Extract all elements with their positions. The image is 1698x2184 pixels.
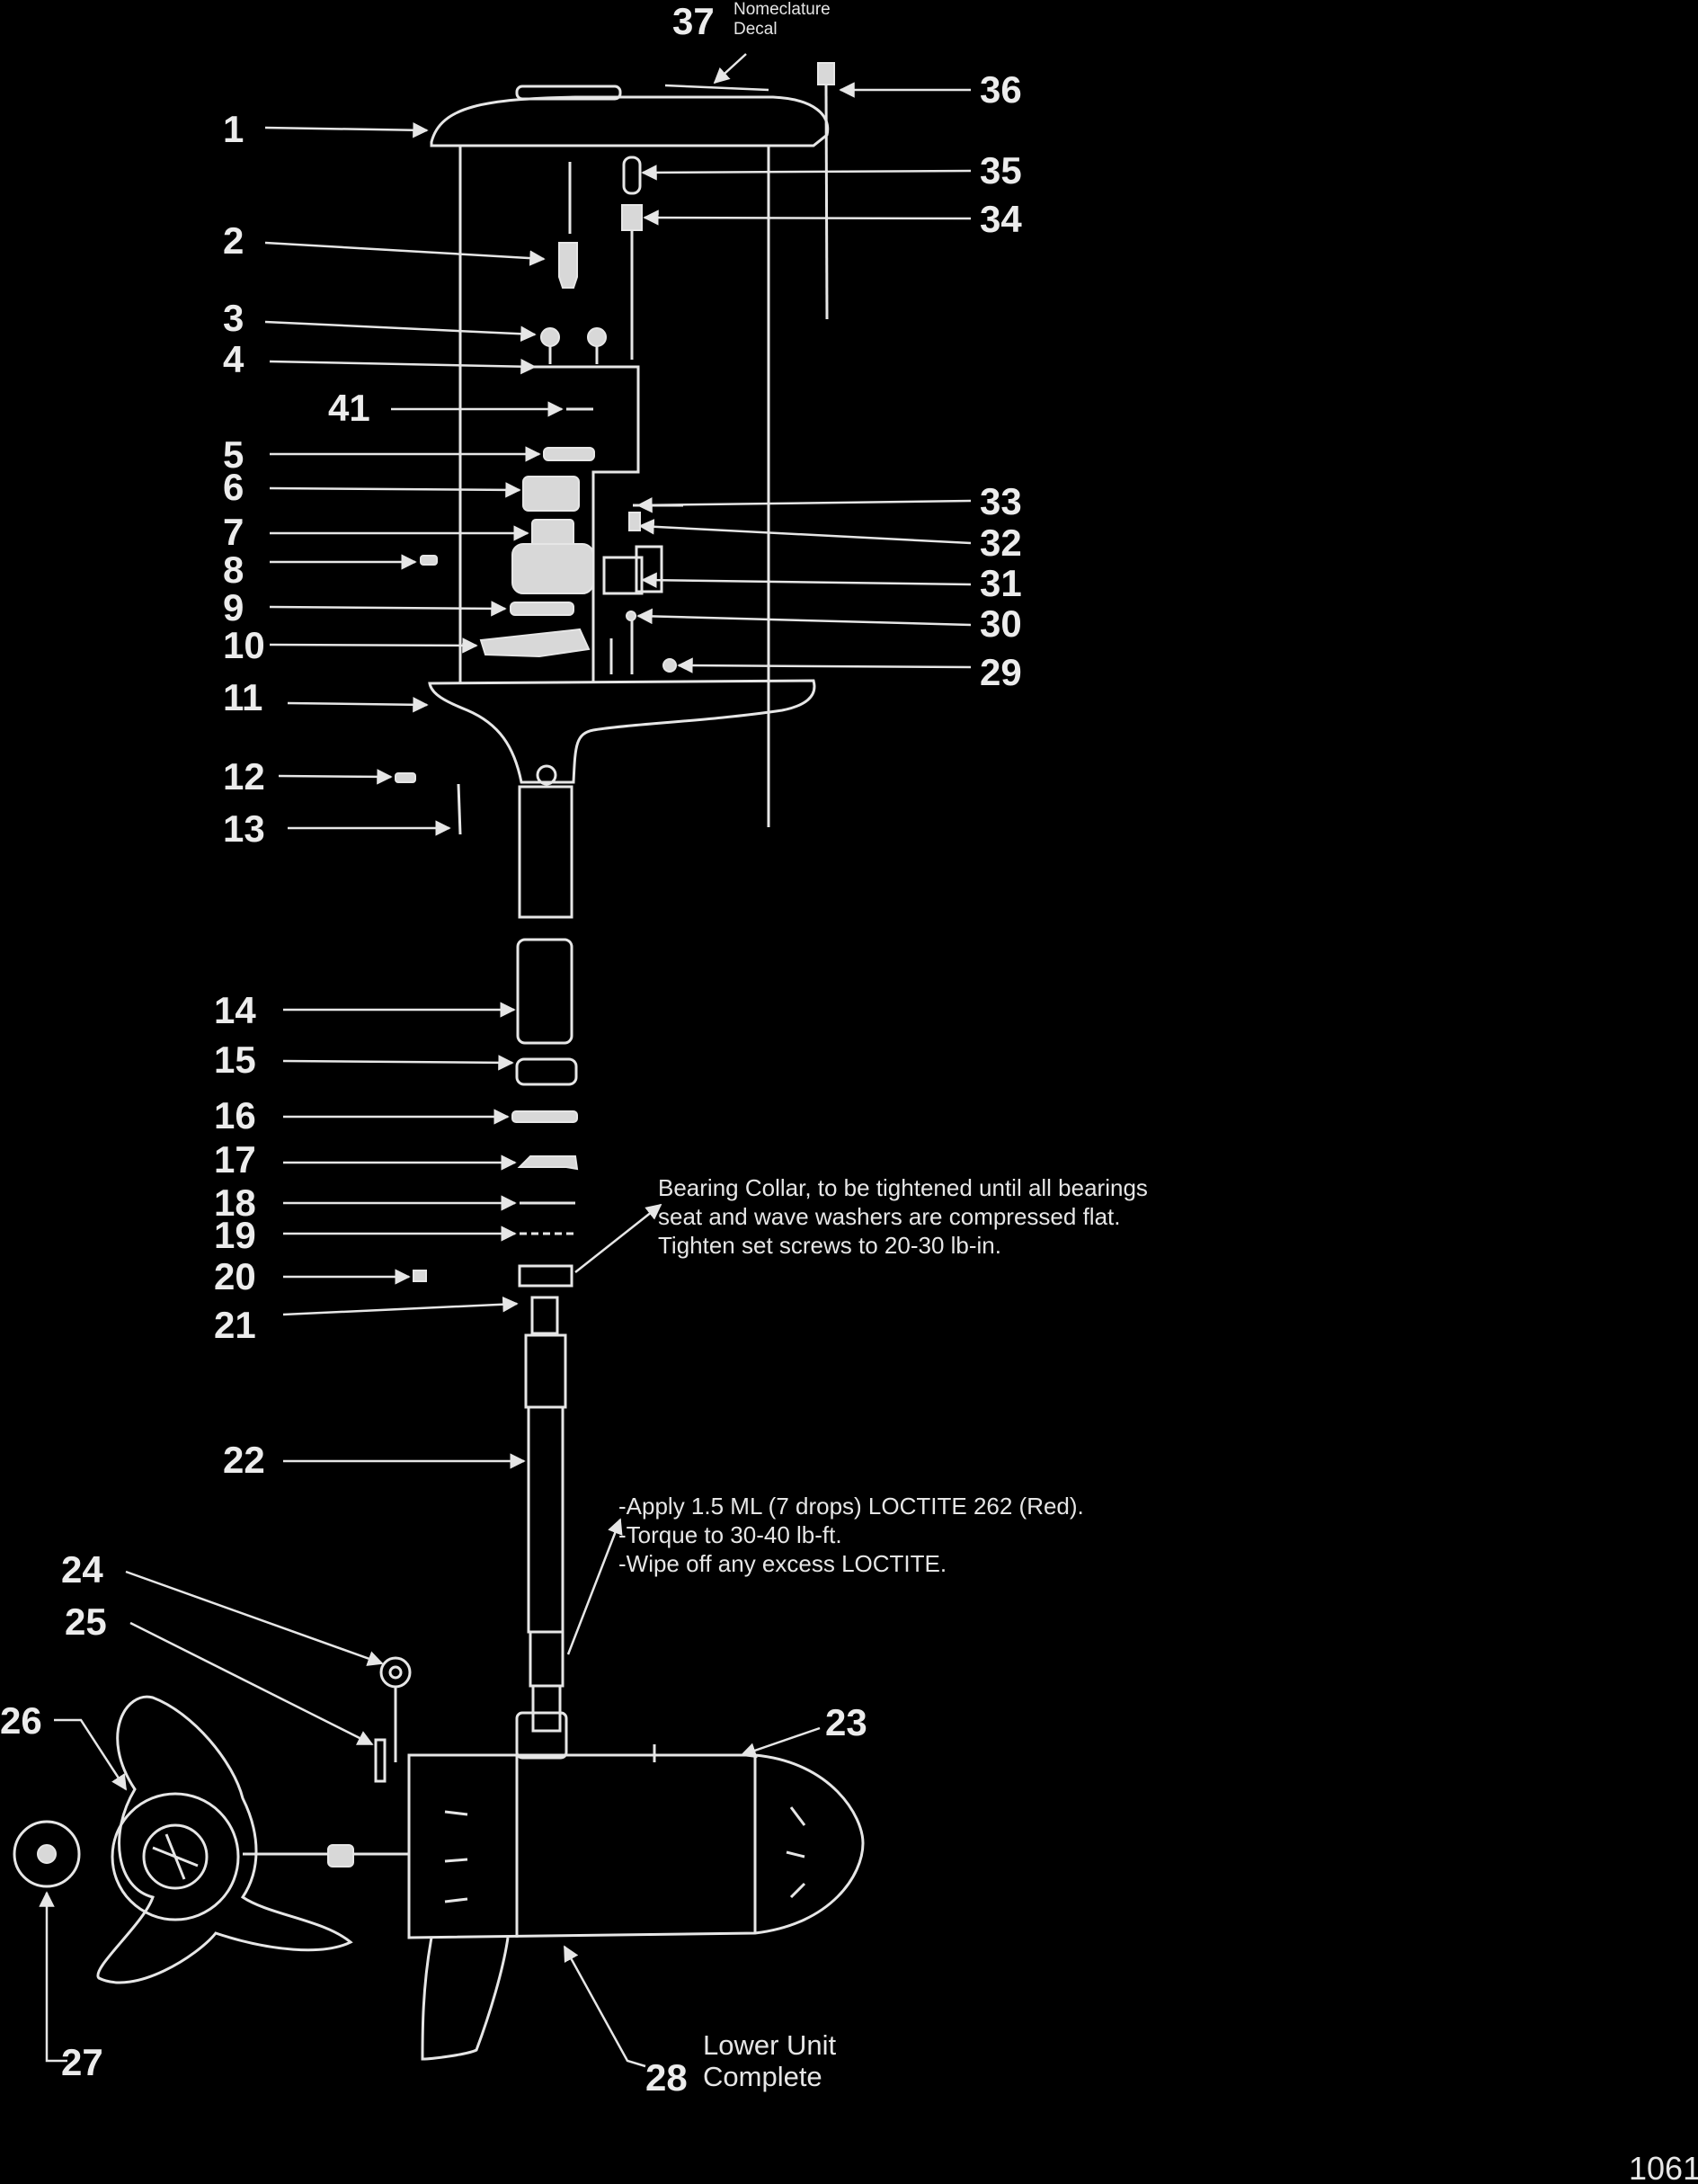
callout-29: 29	[980, 651, 1022, 693]
callout-3: 3	[223, 297, 244, 339]
callout-26: 26	[0, 1699, 42, 1742]
complete-label: Complete	[703, 2061, 822, 2092]
callout-6: 6	[223, 466, 244, 508]
callout-12: 12	[223, 755, 265, 798]
callout-16: 16	[214, 1094, 256, 1137]
loctite-note-line-3: -Wipe off any excess LOCTITE.	[618, 1550, 947, 1577]
bearing-collar-note-line-2: seat and wave washers are compressed fla…	[658, 1203, 1120, 1230]
callout-17: 17	[214, 1138, 256, 1181]
decal-label: Decal	[733, 20, 778, 39]
lower-unit	[407, 1753, 865, 1939]
nomenclature-label: Nomeclature	[733, 0, 831, 19]
callout-5: 5	[223, 433, 244, 476]
callout-41: 41	[328, 387, 370, 429]
loctite-note-line-1: -Apply 1.5 ML (7 drops) LOCTITE 262 (Red…	[618, 1493, 1084, 1520]
callout-11: 11	[223, 676, 262, 718]
text-notes: Nomeclature Decal Bearing Collar, to be …	[618, 0, 1698, 2184]
callout-32: 32	[980, 521, 1022, 564]
callout-10: 10	[223, 624, 265, 666]
callout-37: 37	[672, 0, 715, 42]
callout-13: 13	[223, 807, 265, 850]
callout-33: 33	[980, 480, 1022, 522]
callout-20: 20	[214, 1255, 256, 1297]
callout-14: 14	[214, 989, 256, 1031]
callout-8: 8	[223, 548, 244, 591]
callout-21: 21	[214, 1304, 256, 1346]
callout-28: 28	[645, 2056, 688, 2099]
callout-numbers: 1 2 3 4 41 5 6 7 8 9 10 11 12 13 14 15 1…	[0, 0, 1022, 2099]
callout-30: 30	[980, 602, 1022, 645]
callout-19: 19	[214, 1214, 256, 1256]
callout-18: 18	[214, 1181, 256, 1224]
callout-7: 7	[223, 511, 244, 553]
callout-9: 9	[223, 586, 244, 628]
callout-1: 1	[223, 108, 244, 150]
parts-drawing	[13, 62, 865, 2061]
loctite-note-line-2: -Torque to 30-40 lb-ft.	[618, 1521, 842, 1548]
top-cover	[430, 95, 830, 147]
callout-4: 4	[223, 338, 244, 380]
callout-23: 23	[825, 1701, 867, 1743]
bearing-collar-note-line-1: Bearing Collar, to be tightened until al…	[658, 1174, 1148, 1201]
callout-25: 25	[65, 1600, 107, 1643]
leader-lines	[39, 53, 972, 2068]
callout-31: 31	[980, 562, 1022, 604]
bearing-collar-note-line-3: Tighten set screws to 20-30 lb-in.	[658, 1232, 1001, 1259]
callout-15: 15	[214, 1039, 256, 1081]
callout-35: 35	[980, 149, 1022, 192]
callout-36: 36	[980, 68, 1022, 111]
head-base	[428, 679, 816, 784]
callout-24: 24	[61, 1548, 103, 1591]
lower-unit-label: Lower Unit	[703, 2029, 837, 2061]
propeller	[96, 1695, 353, 1984]
callout-22: 22	[223, 1439, 265, 1481]
callout-2: 2	[223, 219, 244, 262]
callout-34: 34	[980, 198, 1022, 240]
callout-27: 27	[61, 2041, 103, 2083]
page-number: 1061	[1629, 2150, 1698, 2184]
